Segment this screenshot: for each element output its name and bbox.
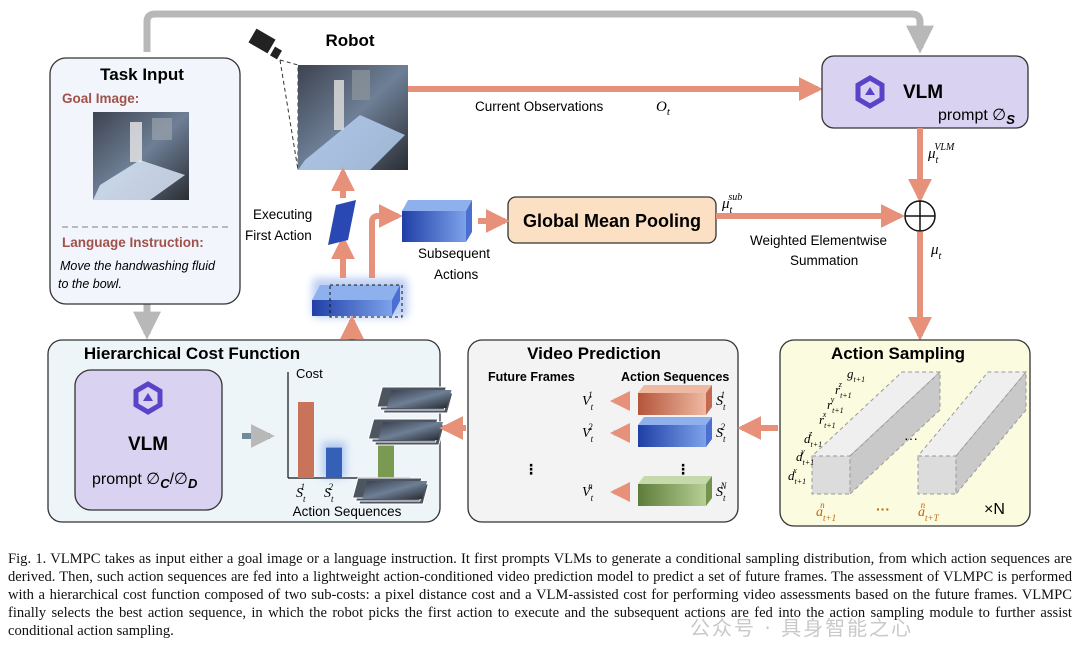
summation-line1: Weighted Elementwise [750,233,887,248]
action-sequence-block [638,476,712,484]
feedback-gray-arrow [143,10,934,54]
action-sequence-block [638,393,706,415]
s-label: St2 [716,422,726,444]
action-sequence-block [706,476,712,506]
action-sequence-block [706,385,712,415]
executing-line2: First Action [245,228,312,243]
s-label: StN [716,481,728,503]
mu-t-label: μt [930,242,942,262]
cost-ylabel: Cost [296,366,323,381]
goal-image-label: Goal Image: [62,91,139,106]
v-label: Vt2 [582,422,594,444]
camera-icon [248,28,282,60]
sampling-row-label: gt+1 [847,366,865,384]
vlm-logo-icon [133,381,163,415]
robot-image [298,65,408,170]
camera-frustum [279,59,299,171]
mu-sub-label: μtsub [721,192,742,216]
executing-line1: Executing [253,207,312,222]
global-mean-pooling-label: Global Mean Pooling [523,211,701,231]
vlm-logo-icon [855,75,885,109]
cost-tick-label: St2 [324,482,334,504]
action-sequence-block [706,417,712,447]
video-prediction-title: Video Prediction [527,344,661,363]
subsequent-action-arrow [369,204,403,278]
observation-label: Current Observations [475,99,604,114]
cost-tick-label: St1 [296,482,306,504]
first-action-block [328,200,356,245]
seq-dots: ⋮ [676,461,690,477]
vlm-top-prompt: prompt ∅S [938,107,1015,127]
watermark: 公众号 · 具身智能之心 [690,616,914,640]
task-input-title: Task Input [100,65,184,84]
cost-xlabel: Action Sequences [293,504,402,519]
v-label: Vtn [582,481,594,503]
subsequent-actions-block [402,200,472,242]
future-frame [378,422,443,440]
cost-bar [298,402,314,478]
sampling-row-label: rt+1z [835,380,852,400]
sampling-cubes [810,370,1028,496]
v-label: Vt1 [582,390,594,412]
action-sequence-block [638,417,712,425]
sampling-row-label: dt+1x [788,466,806,486]
vlmpc-diagram: Task Input Goal Image: Language Instruct… [47,10,1031,527]
action-sequences-label: Action Sequences [621,370,729,384]
elementwise-sum-icon [904,200,936,232]
robot-title: Robot [325,31,374,50]
action-sequence-block [638,484,706,506]
vlm-cost-title: VLM [128,434,168,455]
vlm-top-box [821,55,1029,129]
instruction-line1: Move the handwashing fluid [60,259,216,273]
future-frame [386,390,452,408]
subsequent-line1: Subsequent [418,246,490,261]
a-dots: ··· [876,501,890,517]
hierarchical-cost-title: Hierarchical Cost Function [84,344,300,363]
sampling-mid-dots: ··· [904,430,918,446]
mu-vlm-label: μtVLM [927,142,955,166]
observation-symbol: Ot [656,99,671,118]
vlm-top-title: VLM [903,82,943,103]
sampling-row-label: rt+1y [827,395,844,415]
selected-action-sequence [312,278,408,318]
future-frame [362,481,428,499]
a-first-label: at+1n [816,500,836,523]
subsequent-line2: Actions [434,267,479,282]
action-sequence-block [638,385,712,393]
summation-line2: Summation [790,253,858,268]
vlm-cost-box [74,369,223,511]
times-n-label: ×N [984,501,1005,518]
action-sequence-block [638,425,706,447]
language-instruction-label: Language Instruction: [62,235,204,250]
sampling-row-label: dt+1z [804,429,822,449]
figure-caption: Fig. 1. VLMPC takes as input either a go… [8,551,1072,639]
cost-bar [326,447,342,478]
sampling-row-label: rt+1x [819,410,836,430]
future-frames-label: Future Frames [488,370,575,384]
instruction-line2: to the bowl. [58,277,122,291]
action-sampling-title: Action Sampling [831,344,965,363]
s-label: St1 [716,390,726,412]
a-last-label: at+Tn [918,500,940,523]
goal-image [93,112,189,200]
frames-dots: ⋮ [524,461,538,477]
vlm-cost-prompt: prompt ∅C/∅D [92,471,198,491]
sampling-row-label: dt+1y [796,447,814,467]
